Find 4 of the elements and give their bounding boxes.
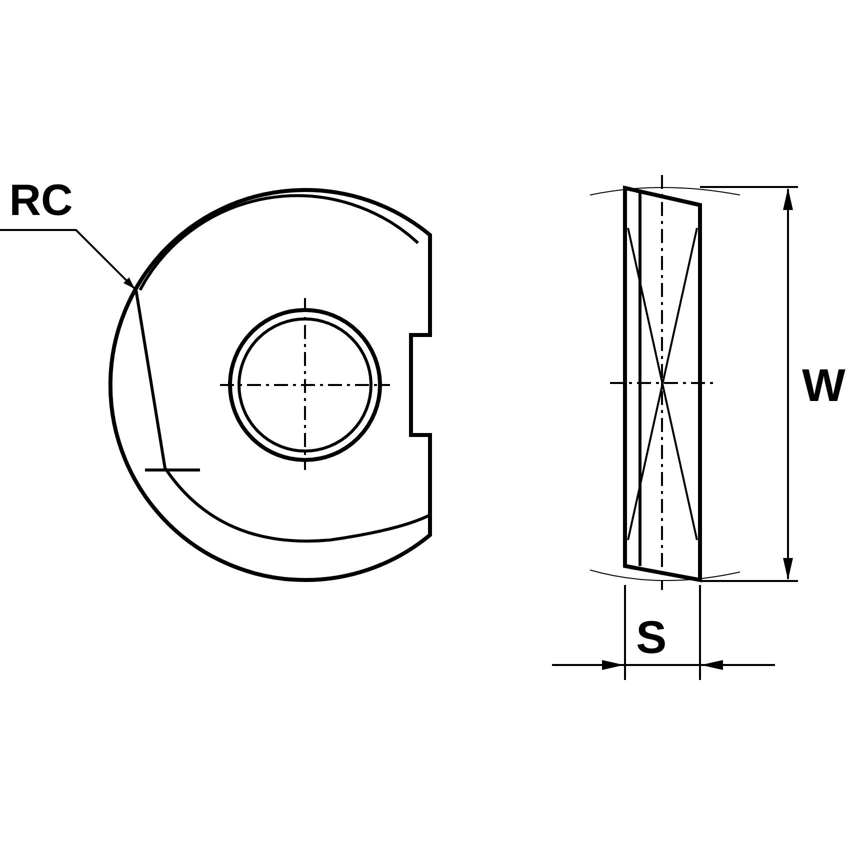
- dimension-label: W: [802, 362, 846, 408]
- callout-label: RC: [0, 176, 82, 226]
- dimension-label: S: [636, 614, 667, 660]
- leader-line: [0, 229, 135, 289]
